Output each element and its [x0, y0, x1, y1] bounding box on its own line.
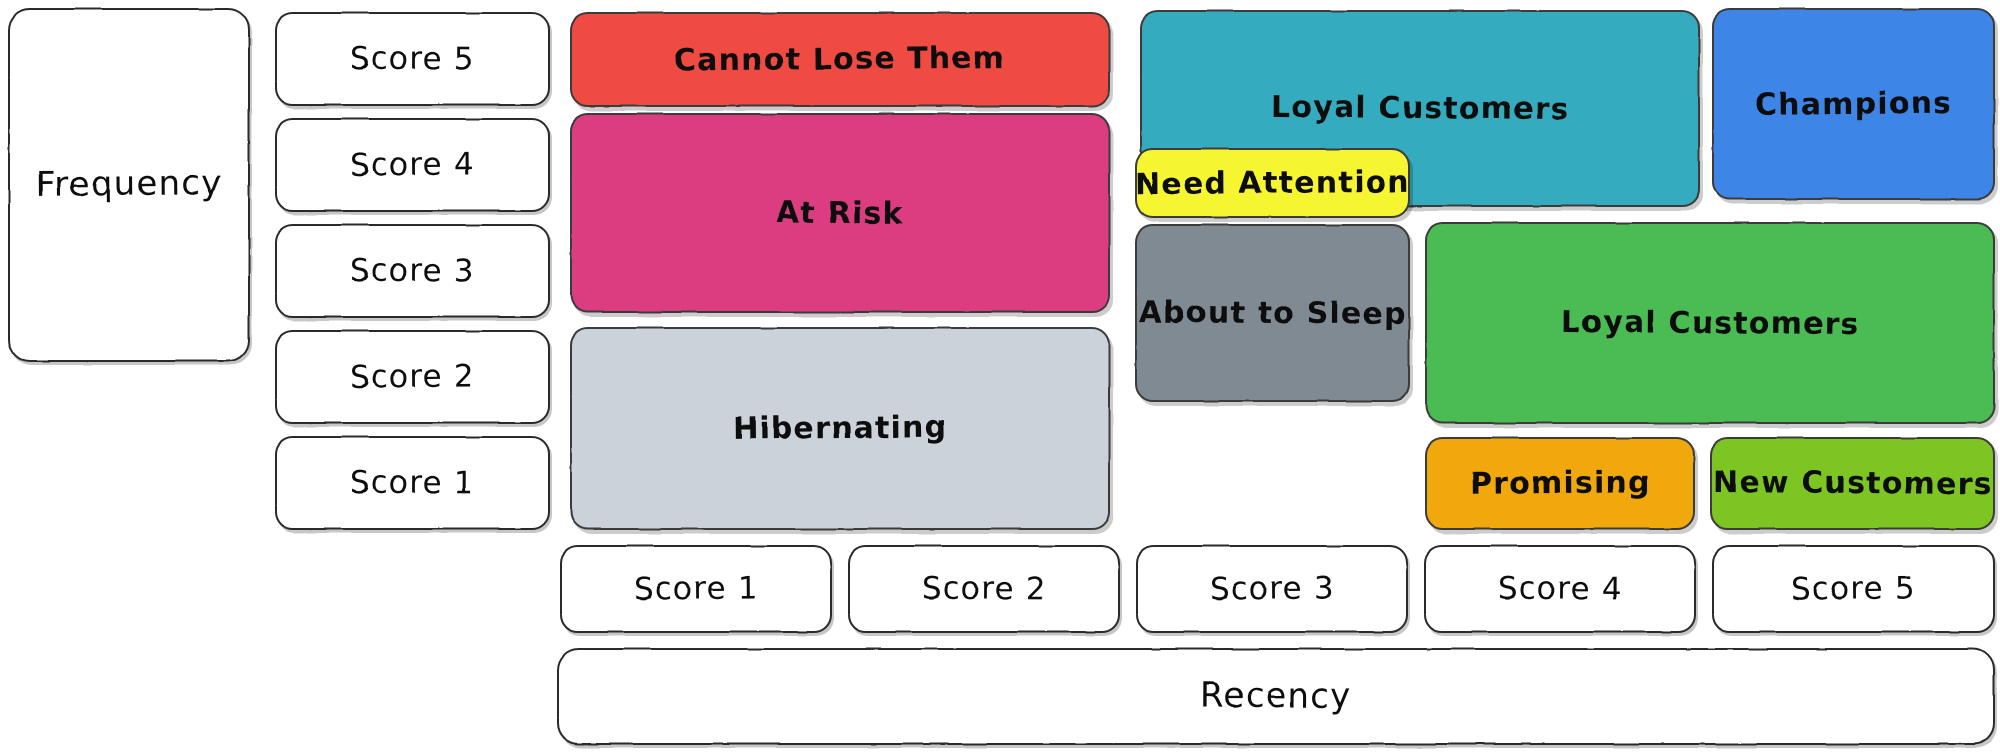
segment-hibernating-label: Hibernating — [732, 410, 948, 447]
segment-at-risk[interactable]: At Risk — [570, 113, 1110, 313]
segment-hibernating[interactable]: Hibernating — [570, 327, 1110, 530]
recency-score-2-label: Score 2 — [921, 570, 1047, 608]
frequency-axis-label: Frequency — [35, 163, 223, 206]
frequency-score-3-box[interactable]: Score 3 — [275, 224, 550, 318]
frequency-score-4-box[interactable]: Score 4 — [275, 118, 550, 212]
recency-score-4-label: Score 4 — [1497, 570, 1623, 608]
segment-cannot-lose-them-label: Cannot Lose Them — [674, 40, 1006, 79]
segment-new-customers[interactable]: New Customers — [1710, 437, 1995, 530]
segment-at-risk-label: At Risk — [776, 195, 904, 231]
recency-axis-label-box: Recency — [557, 648, 1995, 745]
recency-score-1-label: Score 1 — [633, 570, 759, 608]
frequency-score-3-label: Score 3 — [349, 252, 476, 290]
segment-champions-label: Champions — [1754, 85, 1953, 123]
recency-score-3-box[interactable]: Score 3 — [1136, 545, 1408, 633]
recency-axis-label: Recency — [1200, 675, 1352, 717]
segment-promising-label: Promising — [1469, 465, 1651, 502]
frequency-score-5-label: Score 5 — [349, 40, 476, 78]
segment-about-to-sleep[interactable]: About to Sleep — [1135, 224, 1410, 402]
recency-score-2-box[interactable]: Score 2 — [848, 545, 1120, 633]
frequency-score-4-label: Score 4 — [349, 146, 476, 184]
segment-loyal-customers-green-label: Loyal Customers — [1560, 304, 1860, 342]
recency-score-5-label: Score 5 — [1790, 570, 1917, 608]
recency-score-5-box[interactable]: Score 5 — [1712, 545, 1995, 633]
frequency-score-1-label: Score 1 — [349, 464, 476, 502]
segment-cannot-lose-them[interactable]: Cannot Lose Them — [570, 12, 1110, 107]
frequency-score-2-box[interactable]: Score 2 — [275, 330, 550, 424]
frequency-score-2-label: Score 2 — [349, 358, 476, 396]
frequency-score-1-box[interactable]: Score 1 — [275, 436, 550, 530]
frequency-axis-label-box: Frequency — [8, 8, 250, 362]
frequency-score-5-box[interactable]: Score 5 — [275, 12, 550, 106]
recency-score-3-label: Score 3 — [1209, 570, 1335, 608]
recency-score-1-box[interactable]: Score 1 — [560, 545, 832, 633]
segment-new-customers-label: New Customers — [1712, 465, 1993, 502]
segment-loyal-customers-teal-label: Loyal Customers — [1270, 89, 1570, 128]
segment-about-to-sleep-label: About to Sleep — [1138, 294, 1407, 332]
recency-score-4-box[interactable]: Score 4 — [1424, 545, 1696, 633]
segment-champions[interactable]: Champions — [1712, 8, 1995, 200]
segment-promising[interactable]: Promising — [1425, 437, 1695, 530]
segment-loyal-customers-green[interactable]: Loyal Customers — [1425, 222, 1995, 424]
segment-need-attention-label: Need Attention — [1134, 164, 1411, 202]
segment-need-attention[interactable]: Need Attention — [1135, 148, 1410, 218]
